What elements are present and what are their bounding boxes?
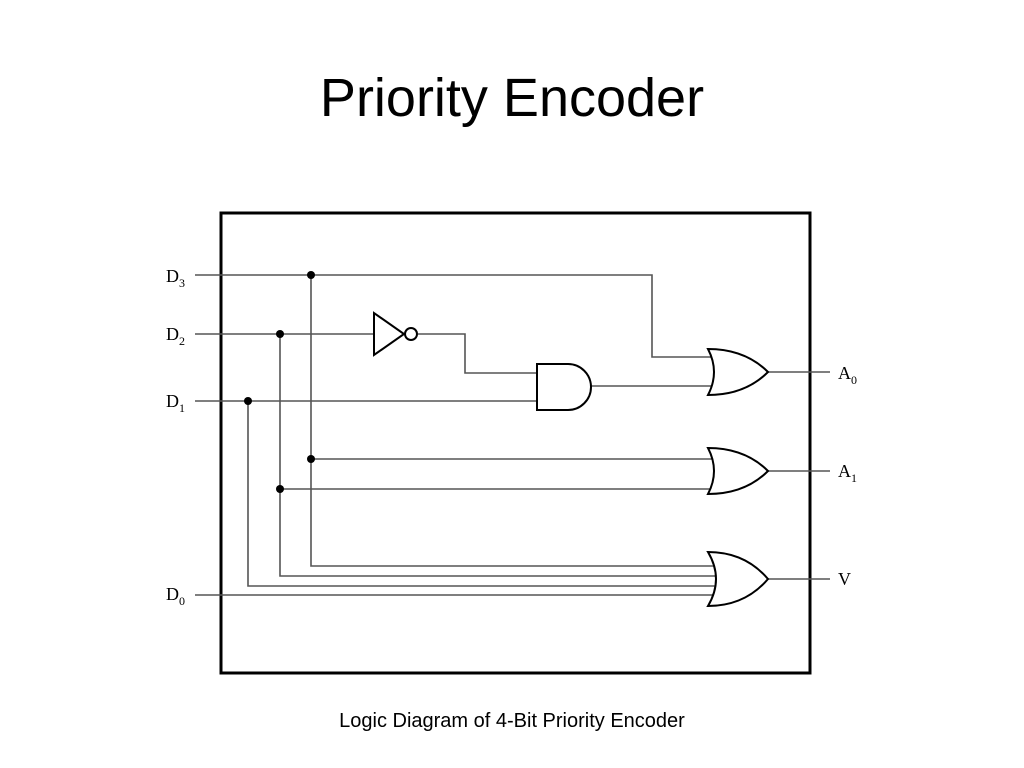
- wire-d1-tap: [247, 401, 717, 587]
- output-label-a0: A0: [838, 363, 857, 387]
- wire-d3-tap: [310, 275, 715, 567]
- output-label-v: V: [838, 569, 851, 589]
- diagram-frame: [219, 211, 812, 675]
- or-gate-a0: [706, 347, 770, 397]
- junction-dot: [307, 455, 315, 463]
- junction-dot: [276, 485, 284, 493]
- junction-dot: [244, 397, 252, 405]
- or-gate-v: [706, 550, 770, 608]
- wire-d2-tap: [279, 334, 717, 577]
- junction-dot: [307, 271, 315, 279]
- input-label-d1: D1: [166, 391, 185, 415]
- input-label-d3: D3: [166, 266, 185, 290]
- not-gate: [373, 311, 418, 357]
- input-label-d2: D2: [166, 324, 185, 348]
- slide-title: Priority Encoder: [319, 68, 705, 128]
- output-label-a1: A1: [838, 461, 857, 485]
- wire-not-to-and: [418, 333, 537, 374]
- wire-d3: [195, 274, 716, 358]
- junction-dot: [276, 330, 284, 338]
- or-gate-a1: [706, 446, 770, 496]
- diagram-caption: Logic Diagram of 4-Bit Priority Encoder: [339, 710, 685, 732]
- and-gate: [536, 363, 592, 411]
- input-label-d0: D0: [166, 584, 185, 608]
